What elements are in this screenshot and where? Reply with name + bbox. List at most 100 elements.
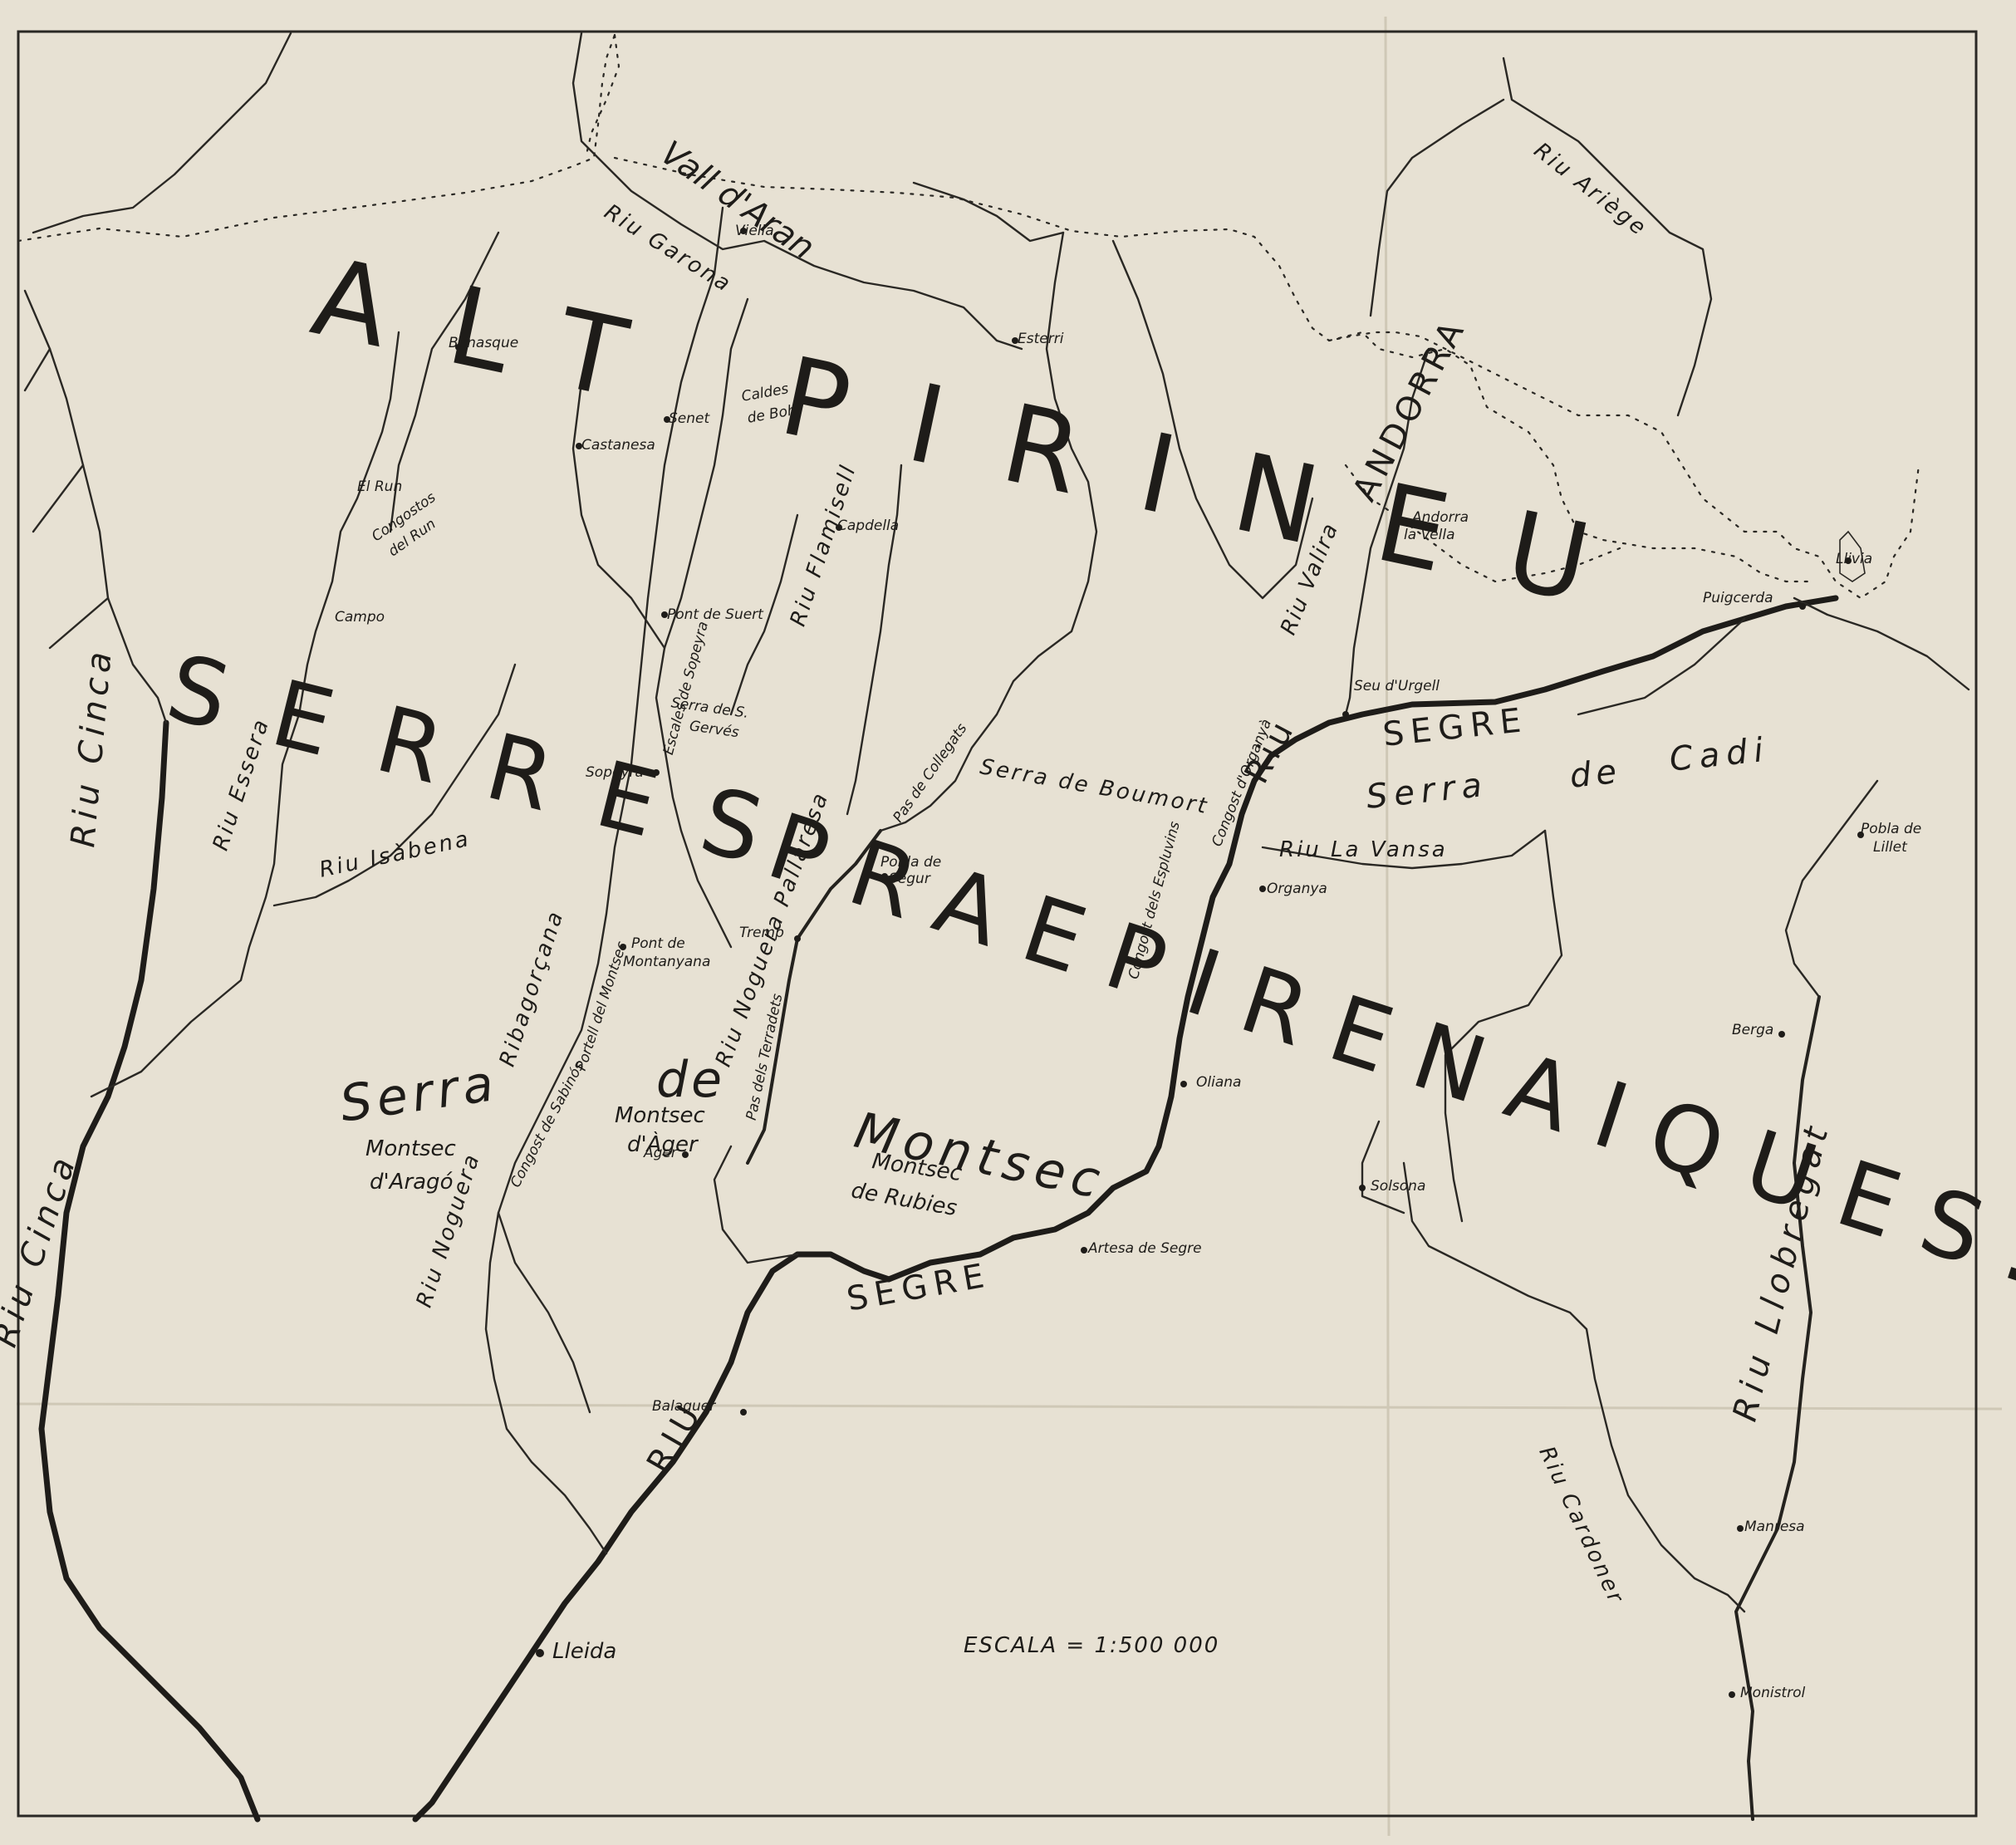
town-benasque: Benasque: [449, 335, 519, 351]
town-pont-montanyana-2: Montanyana: [623, 954, 711, 970]
town-viella: Viella: [735, 223, 774, 239]
town-dot-pobla-segur: [881, 873, 888, 880]
region-darago: d'Aragó: [370, 1170, 454, 1195]
town-dot-pobla-lillet: [1857, 832, 1864, 838]
town-dot-balaguer: [740, 1409, 747, 1416]
river-cinca: [38, 719, 261, 1823]
town-solsona: Solsona: [1371, 1178, 1426, 1195]
town-dot-tremp: [794, 935, 801, 942]
town-dot-pont-suert: [661, 611, 668, 618]
river-east-1: [1793, 596, 1970, 691]
town-dot-organya: [1259, 886, 1266, 892]
river-label-la-vansa: Riu La Vansa: [1279, 837, 1448, 862]
river-llobregat-lower: [1734, 995, 1821, 1821]
border-aran: [584, 33, 620, 159]
town-andorra-vella-1: Andorra: [1412, 509, 1469, 526]
river-berga: [1444, 829, 1563, 1223]
river-segre: [412, 595, 1839, 1823]
town-dot-viella: [740, 228, 747, 234]
town-monistrol: Monistrol: [1740, 1685, 1806, 1701]
fold-line-horizontal: [16, 1402, 2003, 1411]
town-dot-capdella: [836, 524, 842, 531]
town-ager: Ager: [644, 1145, 677, 1161]
river-balaguer-trib: [497, 1211, 591, 1414]
town-dot-pont-montanyana: [620, 944, 626, 950]
river-noguera-ribagorcana: [484, 206, 724, 1555]
map-frame: [17, 30, 1978, 1818]
region-dager: d'Àger: [627, 1132, 698, 1157]
town-tremp: Tremp: [739, 925, 784, 941]
town-pobla-segur-2: Segur: [889, 871, 930, 887]
river-flamisell: [846, 464, 903, 816]
town-dot-ager: [682, 1151, 689, 1158]
river-noguera-pallaresa-upper: [879, 231, 1098, 832]
border-andorra: [1327, 331, 1812, 583]
river-west-2: [23, 347, 110, 650]
river-ariege-west: [1369, 98, 1505, 317]
town-dot-lleida: [536, 1649, 544, 1657]
town-dot-oliana: [1180, 1081, 1187, 1087]
river-valira: [1344, 347, 1430, 716]
river-garona: [571, 32, 1023, 351]
town-dot-solsona: [1359, 1185, 1366, 1191]
fold-line-vertical: [1384, 16, 1391, 1837]
region-de: de: [656, 1051, 725, 1109]
river-northwest: [32, 32, 292, 234]
town-dot-seu-urgell: [1342, 711, 1349, 718]
town-pobla-lillet-2: Lillet: [1873, 839, 1907, 856]
town-berga: Berga: [1732, 1022, 1774, 1038]
town-puigcerda: Puigcerda: [1703, 590, 1773, 606]
town-dot-puigcerda: [1799, 603, 1806, 610]
region-serra-cadi-2: de: [1567, 752, 1624, 796]
town-dot-senet: [664, 416, 670, 423]
river-north-3: [1111, 239, 1314, 600]
river-isabena: [272, 663, 517, 907]
river-east-2: [1577, 617, 1746, 716]
town-dot-castanesa: [576, 443, 582, 449]
town-dot-esterri: [1012, 337, 1018, 344]
map-scale: ESCALA = 1:500 000: [964, 1633, 1220, 1658]
town-dot-monistrol: [1729, 1691, 1735, 1698]
town-dot-manresa: [1737, 1525, 1744, 1532]
town-dot-sopeyra: [653, 769, 660, 776]
town-pobla-segur-1: Pobla de: [880, 854, 942, 871]
river-solsona: [1361, 1120, 1405, 1214]
town-pont-suert: Pont de Suert: [667, 606, 763, 623]
river-cardener: [1402, 1161, 1746, 1613]
river-llobregat-upper: [1784, 779, 1879, 999]
town-llivia: Llivia: [1836, 551, 1873, 567]
river-north-2: [912, 181, 1065, 243]
town-el-run: El Run: [357, 478, 403, 495]
border-france-spain: [17, 33, 1920, 600]
town-senet: Senet: [669, 410, 710, 427]
town-lleida: Lleida: [552, 1639, 617, 1664]
town-dot-berga: [1778, 1031, 1785, 1038]
town-manresa: Manresa: [1744, 1519, 1805, 1535]
town-oliana: Oliana: [1196, 1074, 1242, 1091]
river-center-2: [571, 380, 666, 650]
river-montsec-loop: [713, 1145, 799, 1264]
town-dot-benasque: [455, 344, 462, 351]
river-west-1: [23, 289, 168, 724]
town-sopeyra: Sopeyra: [586, 764, 644, 781]
town-esterri: Esterri: [1018, 331, 1064, 347]
town-organya: Organya: [1267, 881, 1327, 897]
river-center-1: [389, 231, 500, 533]
town-balaguer: Balaguer: [652, 1398, 716, 1415]
region-montsec-arago: Montsec: [365, 1136, 456, 1161]
town-pont-montanyana-1: Pont de: [631, 935, 685, 952]
town-andorra-vella-2: la Vella: [1404, 527, 1455, 543]
town-capdella: Capdella: [837, 518, 900, 534]
town-pobla-lillet-1: Pobla de: [1861, 821, 1922, 837]
town-seu-urgell: Seu d'Urgell: [1354, 678, 1440, 694]
town-castanesa: Castanesa: [581, 437, 655, 454]
town-dot-llivia: [1845, 557, 1852, 564]
river-center-3: [729, 513, 799, 716]
town-artesa: Artesa de Segre: [1088, 1240, 1202, 1257]
river-la-vansa: [1261, 829, 1547, 870]
town-campo: Campo: [335, 609, 385, 626]
river-pallaresa-west: [655, 297, 749, 949]
region-montsec-ager: Montsec: [615, 1103, 705, 1128]
